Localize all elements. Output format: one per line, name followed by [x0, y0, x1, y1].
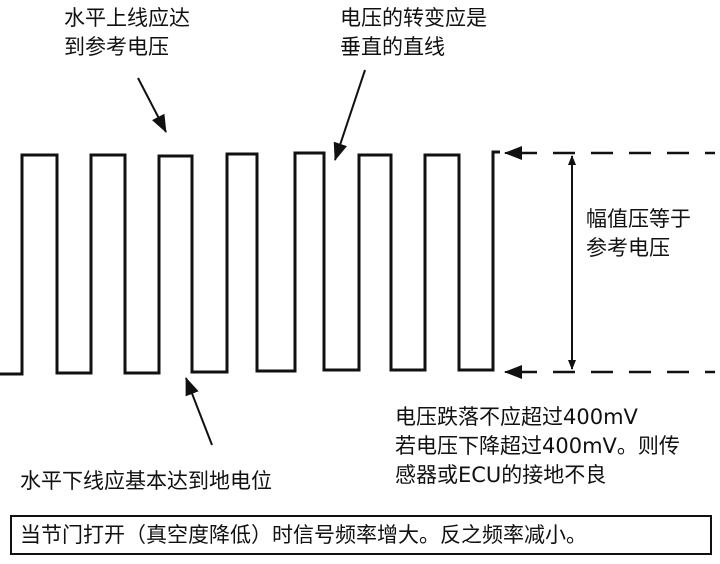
amplitude-label: 幅值压等于 参考电压	[586, 205, 691, 263]
edge-pointer-arrow	[333, 69, 366, 161]
label-line: 若电压下降超过400mV。则传	[395, 434, 680, 458]
label-line: 感器或ECU的接地不良	[395, 463, 607, 487]
square-wave	[0, 150, 500, 376]
top-level-pointer-arrow	[137, 77, 167, 133]
bottom-level-pointer-arrow	[185, 377, 213, 446]
label-line: 参考电压	[586, 236, 670, 260]
voltage-drop-note: 电压跌落不应超过400mV 若电压下降超过400mV。则传 感器或ECU的接地不…	[395, 403, 680, 490]
label-line: 幅值压等于	[586, 207, 691, 231]
label-line: 到参考电压	[64, 35, 169, 59]
label-line: 水平上线应达	[64, 6, 190, 30]
top-level-label: 水平上线应达 到参考电压	[64, 4, 190, 62]
bottom-level-label: 水平下线应基本达到地电位	[20, 469, 272, 493]
footer-caption-box: 当节门打开（真空度降低）时信号频率增大。反之频率减小。	[10, 515, 712, 555]
label-line: 电压跌落不应超过400mV	[395, 405, 638, 429]
edge-label: 电压的转变应是 垂直的直线	[340, 4, 487, 62]
label-line: 垂直的直线	[340, 35, 445, 59]
label-line: 电压的转变应是	[340, 6, 487, 30]
